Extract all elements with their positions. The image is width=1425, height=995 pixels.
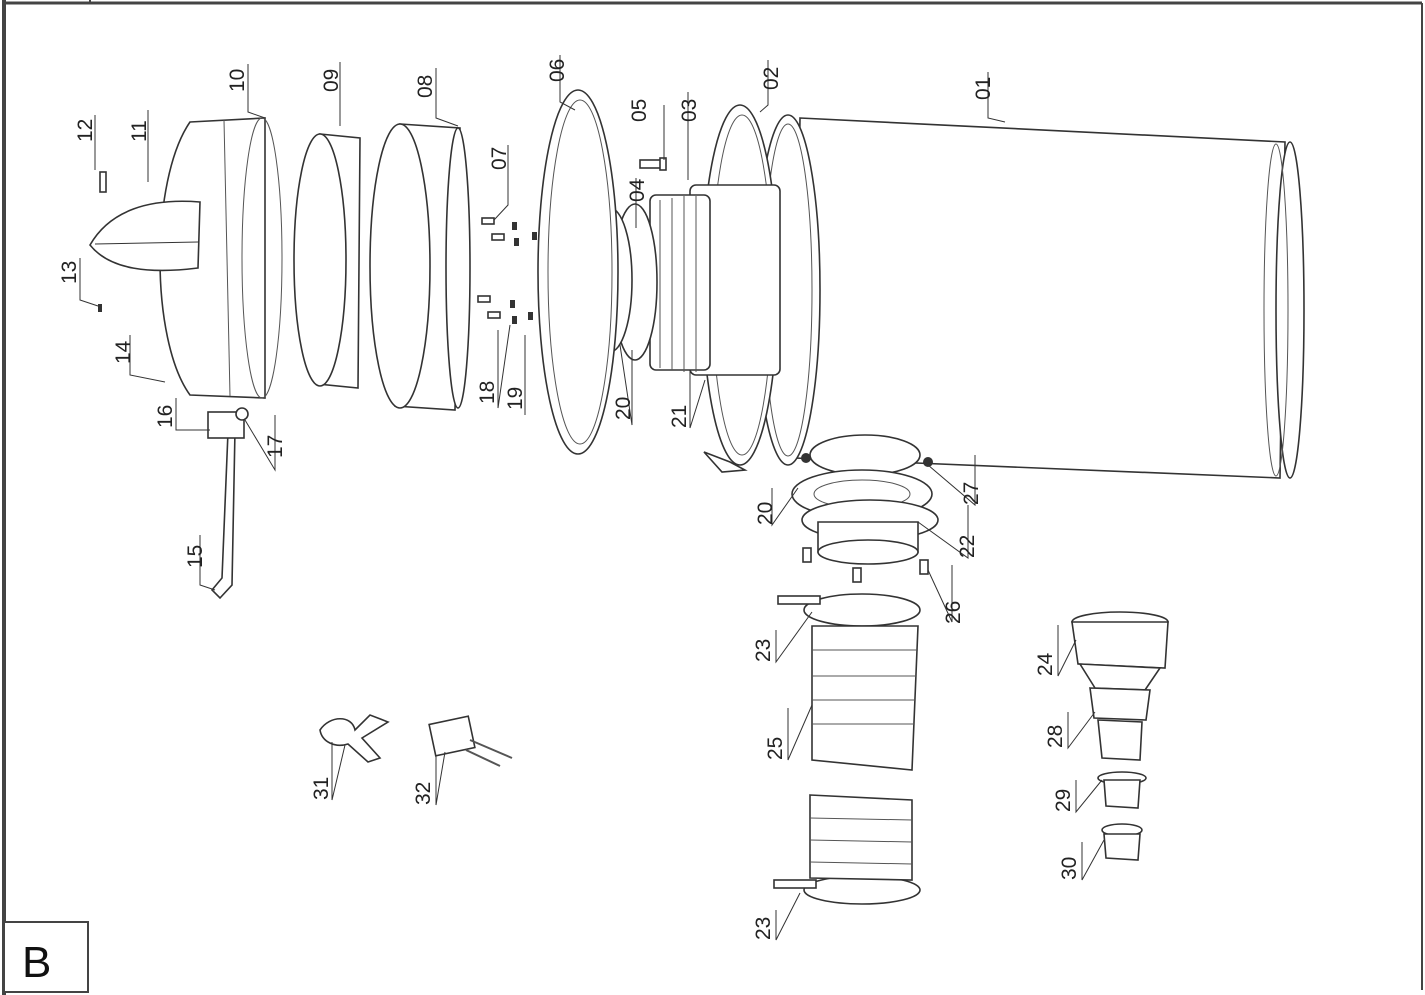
part-03-motor: [649, 184, 781, 376]
label-part-02: 02: [760, 67, 783, 90]
label-part-20-flange: 20: [754, 502, 777, 525]
label-part-23-bottom: 23: [752, 917, 775, 940]
part-06-plate: [537, 89, 619, 455]
part-15-cable: [210, 428, 236, 600]
part-22-adapter: [801, 499, 939, 565]
label-part-09: 09: [320, 69, 343, 92]
part-24-adapter: [1071, 611, 1169, 691]
part-10-head: [159, 117, 283, 399]
part-07-screws: [477, 217, 537, 324]
part-16-switch: [207, 407, 249, 439]
label-part-22: 22: [956, 535, 979, 558]
part-32-plug: [428, 715, 513, 767]
label-part-01: 01: [972, 77, 995, 100]
label-part-24: 24: [1034, 652, 1057, 676]
label-part-07: 07: [488, 147, 511, 170]
panel-label-box: B: [3, 921, 89, 993]
label-part-08: 08: [414, 75, 437, 98]
part-05-screw: [639, 157, 667, 171]
label-part-23-top: 23: [752, 639, 775, 662]
part-23-clamp-bottom: [773, 875, 921, 905]
label-part-13: 13: [58, 261, 81, 284]
label-part-30: 30: [1058, 857, 1081, 880]
label-part-04: 04: [626, 178, 649, 202]
label-part-25: 25: [764, 737, 787, 760]
part-28-adapter: [1089, 687, 1151, 761]
leader-lines: [79, 55, 1105, 941]
part-labels: 01 02 03 04 05 06 07 08 09 10 11 12 13 1…: [58, 59, 1081, 940]
part-12-screw: [99, 171, 107, 193]
label-part-18: 18: [476, 381, 499, 404]
part-23-clamp-top: [777, 593, 921, 627]
label-part-26: 26: [942, 601, 965, 624]
part-29-ring: [1097, 771, 1147, 809]
part-26-screws: [802, 547, 929, 583]
label-part-03: 03: [678, 99, 701, 122]
label-part-15: 15: [184, 545, 207, 568]
label-part-11: 11: [128, 120, 151, 142]
part-31-clip: [319, 714, 390, 763]
part-11-handle: [89, 200, 201, 272]
label-part-32: 32: [412, 782, 435, 805]
label-part-16: 16: [154, 405, 177, 428]
label-part-31: 31: [310, 777, 333, 800]
label-part-14: 14: [112, 340, 135, 364]
label-part-05: 05: [628, 99, 651, 122]
part-01-tank: [755, 114, 1305, 479]
label-part-21: 21: [668, 405, 691, 428]
label-part-17: 17: [264, 435, 287, 458]
label-part-20: 20: [612, 397, 635, 420]
label-part-10: 10: [226, 69, 249, 92]
panel-label: B: [22, 938, 51, 987]
part-25-hose: [809, 625, 919, 881]
label-part-12: 12: [74, 119, 97, 142]
part-09-foam: [293, 133, 361, 389]
part-13-screw: [98, 304, 102, 312]
label-part-06: 06: [546, 59, 569, 82]
part-30-nozzle: [1101, 823, 1143, 861]
label-part-28: 28: [1044, 725, 1067, 748]
part-08-filter: [369, 123, 471, 411]
label-part-27: 27: [960, 482, 983, 505]
label-part-29: 29: [1052, 789, 1075, 812]
label-part-19: 19: [504, 387, 527, 410]
